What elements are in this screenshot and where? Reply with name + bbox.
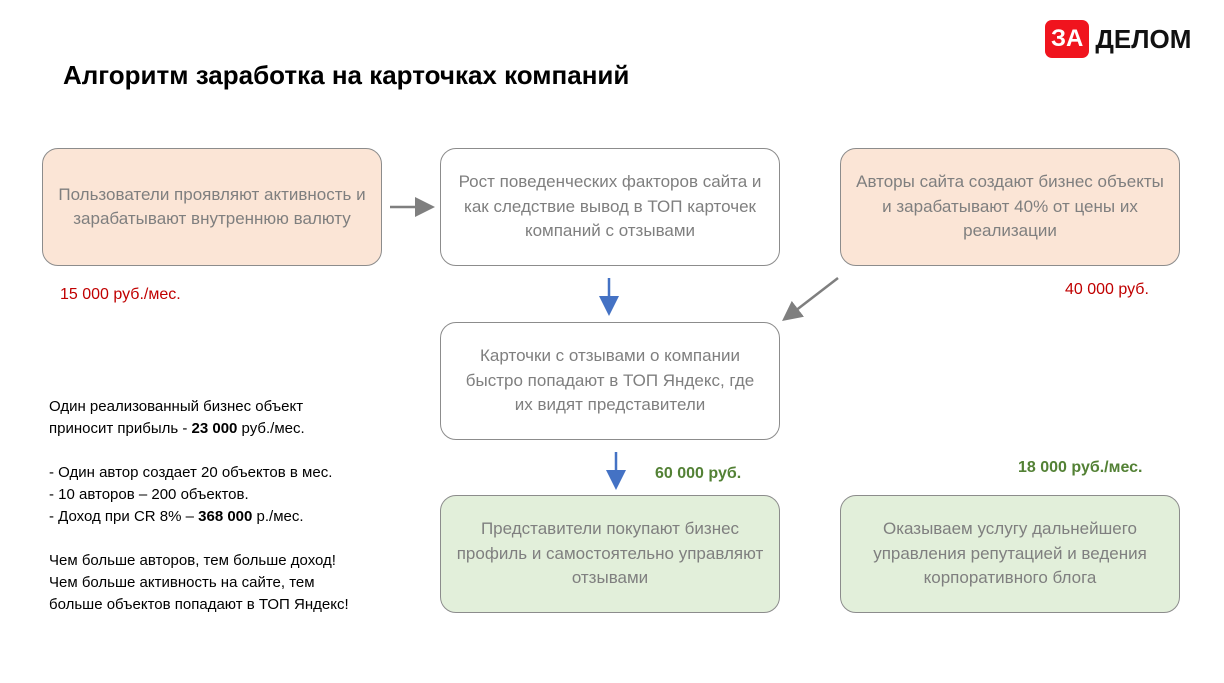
box-users: Пользователи проявляют активность и зара… <box>42 148 382 266</box>
note-closing: больше объектов попадают в ТОП Яндекс! <box>49 596 349 613</box>
note-text: приносит прибыль - <box>49 420 192 437</box>
note-text: руб./мес. <box>237 420 305 437</box>
note-line: приносит прибыль - 23 000 руб./мес. <box>49 418 349 440</box>
note-line: Один реализованный бизнес объект <box>49 398 304 415</box>
note-closing: Чем больше активность на сайте, тем <box>49 574 315 591</box>
page-title: Алгоритм заработка на карточках компаний <box>63 60 630 90</box>
value-users: 15 000 руб./мес. <box>60 286 181 303</box>
box-authors: Авторы сайта создают бизнес объекты и за… <box>840 148 1180 266</box>
value-representatives: 60 000 руб. <box>655 465 742 482</box>
notes: Один реализованный бизнес объект приноси… <box>49 396 349 616</box>
note-text: - Доход при CR 8% – <box>49 508 199 525</box>
note-closing: Чем больше авторов, тем больше доход! <box>49 552 336 569</box>
box-representatives: Представители покупают бизнес профиль и … <box>440 495 780 613</box>
box-cards: Карточки с отзывами о компании быстро по… <box>440 322 780 440</box>
box-growth: Рост поведенческих факторов сайта и как … <box>440 148 780 266</box>
note-bullet: - Один автор создает 20 объектов в мес. <box>49 464 333 481</box>
logo: ЗА ДЕЛОМ <box>1045 20 1191 58</box>
box-service: Оказываем услугу дальнейшего управления … <box>840 495 1180 613</box>
note-text: р./мес. <box>252 508 304 525</box>
logo-text: ДЕЛОМ <box>1095 23 1192 54</box>
value-service: 18 000 руб./мес. <box>1018 459 1143 476</box>
note-bullet: - 10 авторов – 200 объектов. <box>49 486 249 503</box>
note-bullet: - Доход при CR 8% – 368 000 р./мес. <box>49 506 349 528</box>
arrow-authors-to-cards <box>782 277 839 322</box>
note-bold: 368 000 <box>198 508 253 525</box>
value-authors: 40 000 руб. <box>1065 281 1149 298</box>
logo-badge: ЗА <box>1045 20 1090 58</box>
note-bold: 23 000 <box>191 420 238 437</box>
